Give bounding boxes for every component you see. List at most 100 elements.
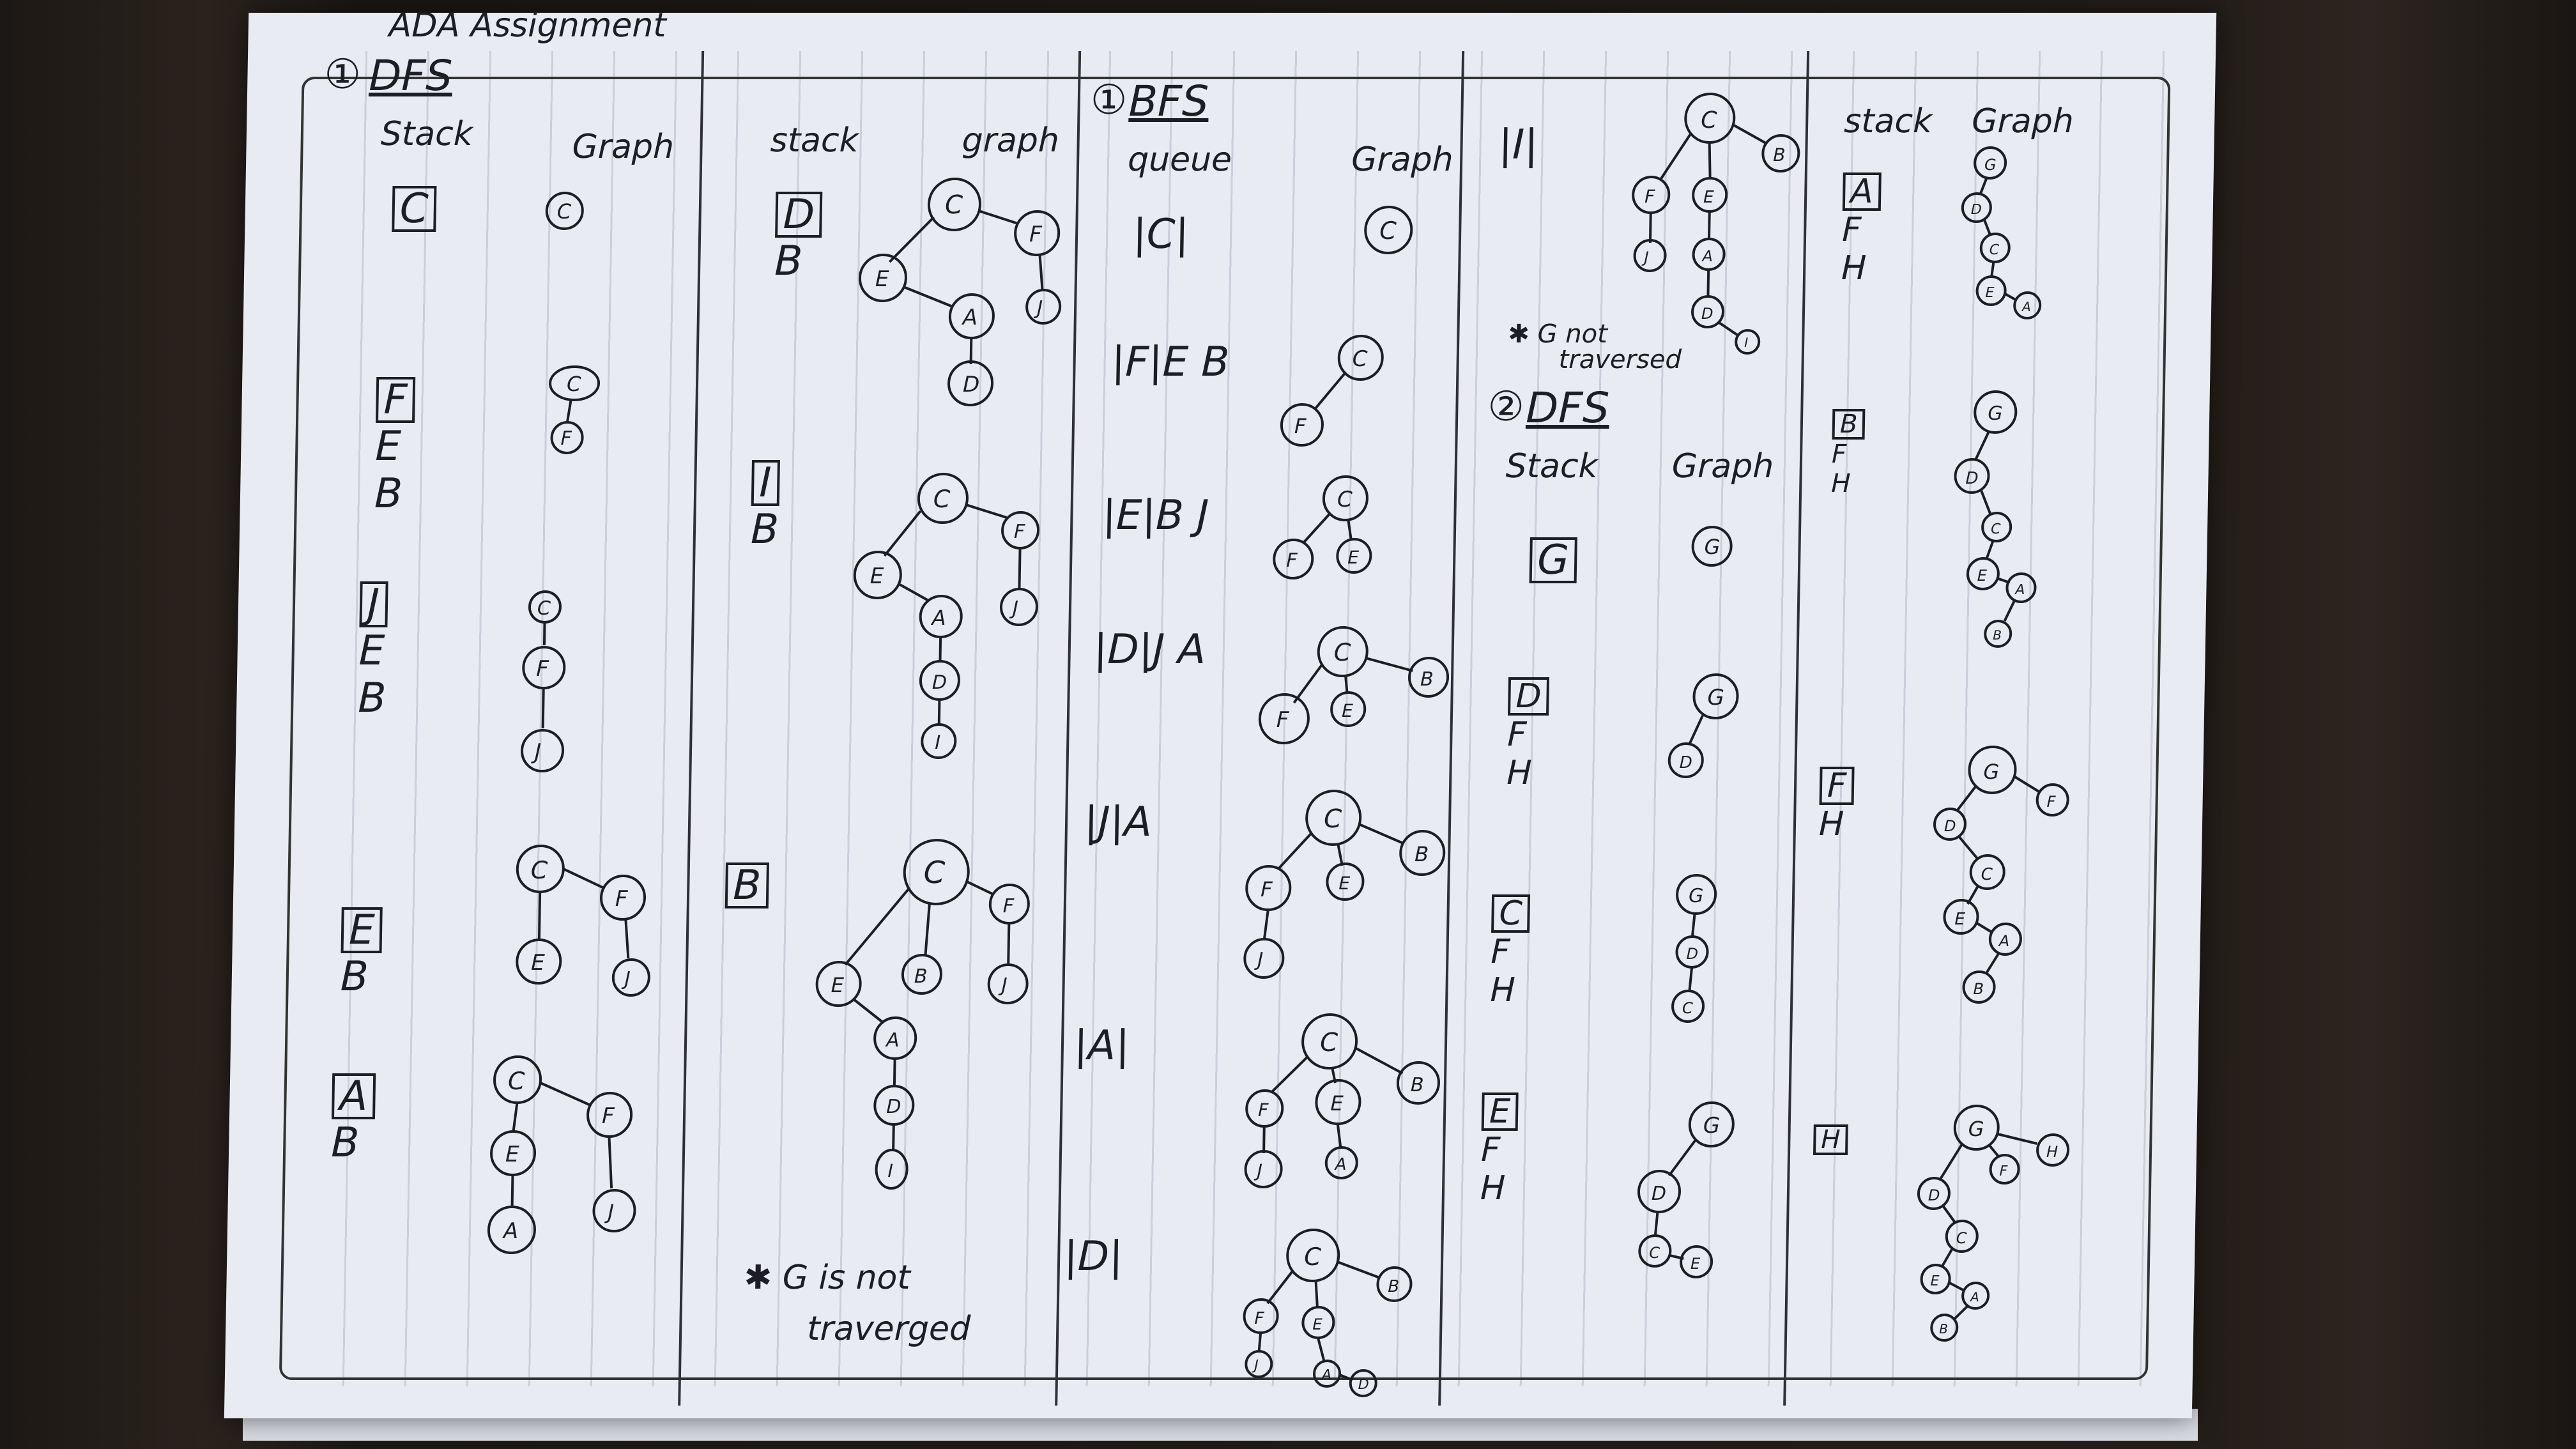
svg-text:F: F <box>1276 707 1290 733</box>
svg-text:F: F <box>1029 222 1043 247</box>
svg-text:D: D <box>1965 469 1979 488</box>
svg-text:B: B <box>1414 842 1429 866</box>
svg-text:H: H <box>2046 1143 2058 1161</box>
svg-text:C: C <box>1352 346 1368 372</box>
dfs-graph-step-8: C F E B A D I J <box>815 839 1030 1190</box>
dfs2-graph-step-1: G <box>1691 526 1733 567</box>
svg-text:E: E <box>1930 1273 1939 1289</box>
queue-step-5: |J|A <box>1084 799 1153 846</box>
stack-item: F <box>1831 440 1847 469</box>
stack-top: I <box>751 459 780 507</box>
svg-text:I: I <box>935 732 941 754</box>
svg-text:A: A <box>1998 932 2010 950</box>
svg-text:C: C <box>933 485 951 513</box>
svg-text:E: E <box>1985 285 1994 301</box>
svg-text:C: C <box>1649 1244 1660 1262</box>
svg-text:F: F <box>615 886 629 912</box>
svg-text:A: A <box>930 606 946 630</box>
svg-text:C: C <box>1981 865 1993 884</box>
stack-top: B <box>1832 409 1866 440</box>
dfs2-stack-step-4: E F H <box>1480 1092 1519 1208</box>
dfs-graph-step-1: C <box>545 192 584 230</box>
stack-top: C <box>1491 894 1531 933</box>
section-number: ① <box>1090 77 1128 124</box>
stack-top: A <box>331 1073 376 1120</box>
svg-text:J: J <box>1252 1358 1259 1374</box>
dfs2-stack-step-2: D F H <box>1506 677 1550 792</box>
dfs2-graph-step-5: G D C E A <box>1961 146 2042 319</box>
svg-text:F: F <box>1644 186 1656 207</box>
dfs2-graph-step-4: G D C E <box>1637 1101 1735 1278</box>
svg-text:D: D <box>1679 753 1692 772</box>
stack-step-2: F E B <box>374 376 416 518</box>
dfs2-stack-step-6: B F H <box>1831 409 1866 498</box>
svg-text:J: J <box>998 974 1007 997</box>
stack-step-4: E B <box>340 907 383 1000</box>
svg-text:J: J <box>1254 1160 1262 1181</box>
stack-step-7: I B <box>750 459 780 553</box>
svg-text:C: C <box>1337 487 1353 512</box>
svg-text:E: E <box>1954 910 1966 929</box>
svg-text:D: D <box>1701 305 1713 323</box>
svg-text:F: F <box>560 427 572 450</box>
svg-text:J: J <box>1641 249 1649 266</box>
svg-text:J: J <box>1009 597 1018 620</box>
stack-header: stack <box>770 121 859 160</box>
svg-text:F: F <box>1286 549 1298 572</box>
stack-item: H <box>1841 249 1867 288</box>
svg-text:E: E <box>1338 873 1351 894</box>
dfs2-stack-step-3: C F H <box>1490 894 1531 1009</box>
queue-step-4: |D|J A <box>1093 626 1206 673</box>
svg-text:B: B <box>1773 144 1786 165</box>
stack-step-1: C <box>392 185 437 233</box>
stack-top: G <box>1529 537 1577 584</box>
queue-step-3: |E|B J <box>1101 492 1209 539</box>
svg-text:C: C <box>1701 107 1718 134</box>
dfs-graph-step-4: C F E J <box>516 845 650 997</box>
svg-text:C: C <box>1320 1028 1338 1057</box>
svg-text:G: G <box>1968 1117 1984 1141</box>
svg-text:E: E <box>1330 1091 1344 1116</box>
bfs-graph-step-5: C B F E J <box>1243 790 1446 979</box>
bfs-graph-step-3: C F E <box>1273 475 1372 579</box>
queue-step-7: |D| <box>1063 1233 1124 1280</box>
svg-text:F: F <box>1258 1100 1269 1121</box>
dfs-graph-step-5: C F E A J <box>487 1055 636 1254</box>
stack-item: B <box>374 470 403 518</box>
dfs-graph-step-2: C F <box>549 365 601 454</box>
stack-item: B <box>330 1119 360 1167</box>
svg-text:G: G <box>1704 535 1720 559</box>
dfs2-graph-step-7: G F D C E A B <box>1933 746 2069 1004</box>
svg-text:E: E <box>1312 1315 1322 1333</box>
dfs2-graph-step-3: G D C <box>1671 874 1717 1023</box>
svg-text:G: G <box>1983 760 1999 784</box>
svg-text:F: F <box>2046 793 2056 811</box>
svg-text:C: C <box>1956 1229 1966 1247</box>
stack-header: Stack <box>380 115 473 153</box>
dfs2-graph-step-8: G H F D C E A B <box>1917 1105 2070 1342</box>
dfs2-stack-step-5: A F H <box>1841 172 1882 288</box>
stack-item: B <box>340 953 369 1000</box>
stack-item: H <box>1506 754 1533 792</box>
svg-text:G: G <box>1707 685 1724 710</box>
svg-text:D: D <box>1928 1186 1940 1204</box>
stack-item: F <box>1841 211 1862 249</box>
stack-top: E <box>1481 1092 1519 1131</box>
svg-text:J: J <box>621 968 630 990</box>
svg-text:B: B <box>1420 668 1434 691</box>
svg-text:E: E <box>875 266 890 292</box>
stack-top: H <box>1813 1124 1848 1155</box>
svg-text:F: F <box>1294 414 1307 438</box>
section-number: ② <box>1487 383 1525 431</box>
stack-top: J <box>359 581 388 628</box>
bfs-graph-step-7: C B F E J A D <box>1243 1229 1413 1397</box>
dfs-title: DFS <box>368 51 453 100</box>
queue-step-2: |F|E B <box>1111 339 1230 386</box>
svg-text:C: C <box>1379 217 1397 245</box>
dfs2-title: DFS <box>1525 383 1610 433</box>
stack-top: D <box>1508 677 1550 716</box>
graph-header: Graph <box>1971 102 2074 141</box>
svg-text:A: A <box>1333 1155 1346 1174</box>
svg-text:F: F <box>1999 1163 2007 1179</box>
svg-text:C: C <box>537 597 551 620</box>
